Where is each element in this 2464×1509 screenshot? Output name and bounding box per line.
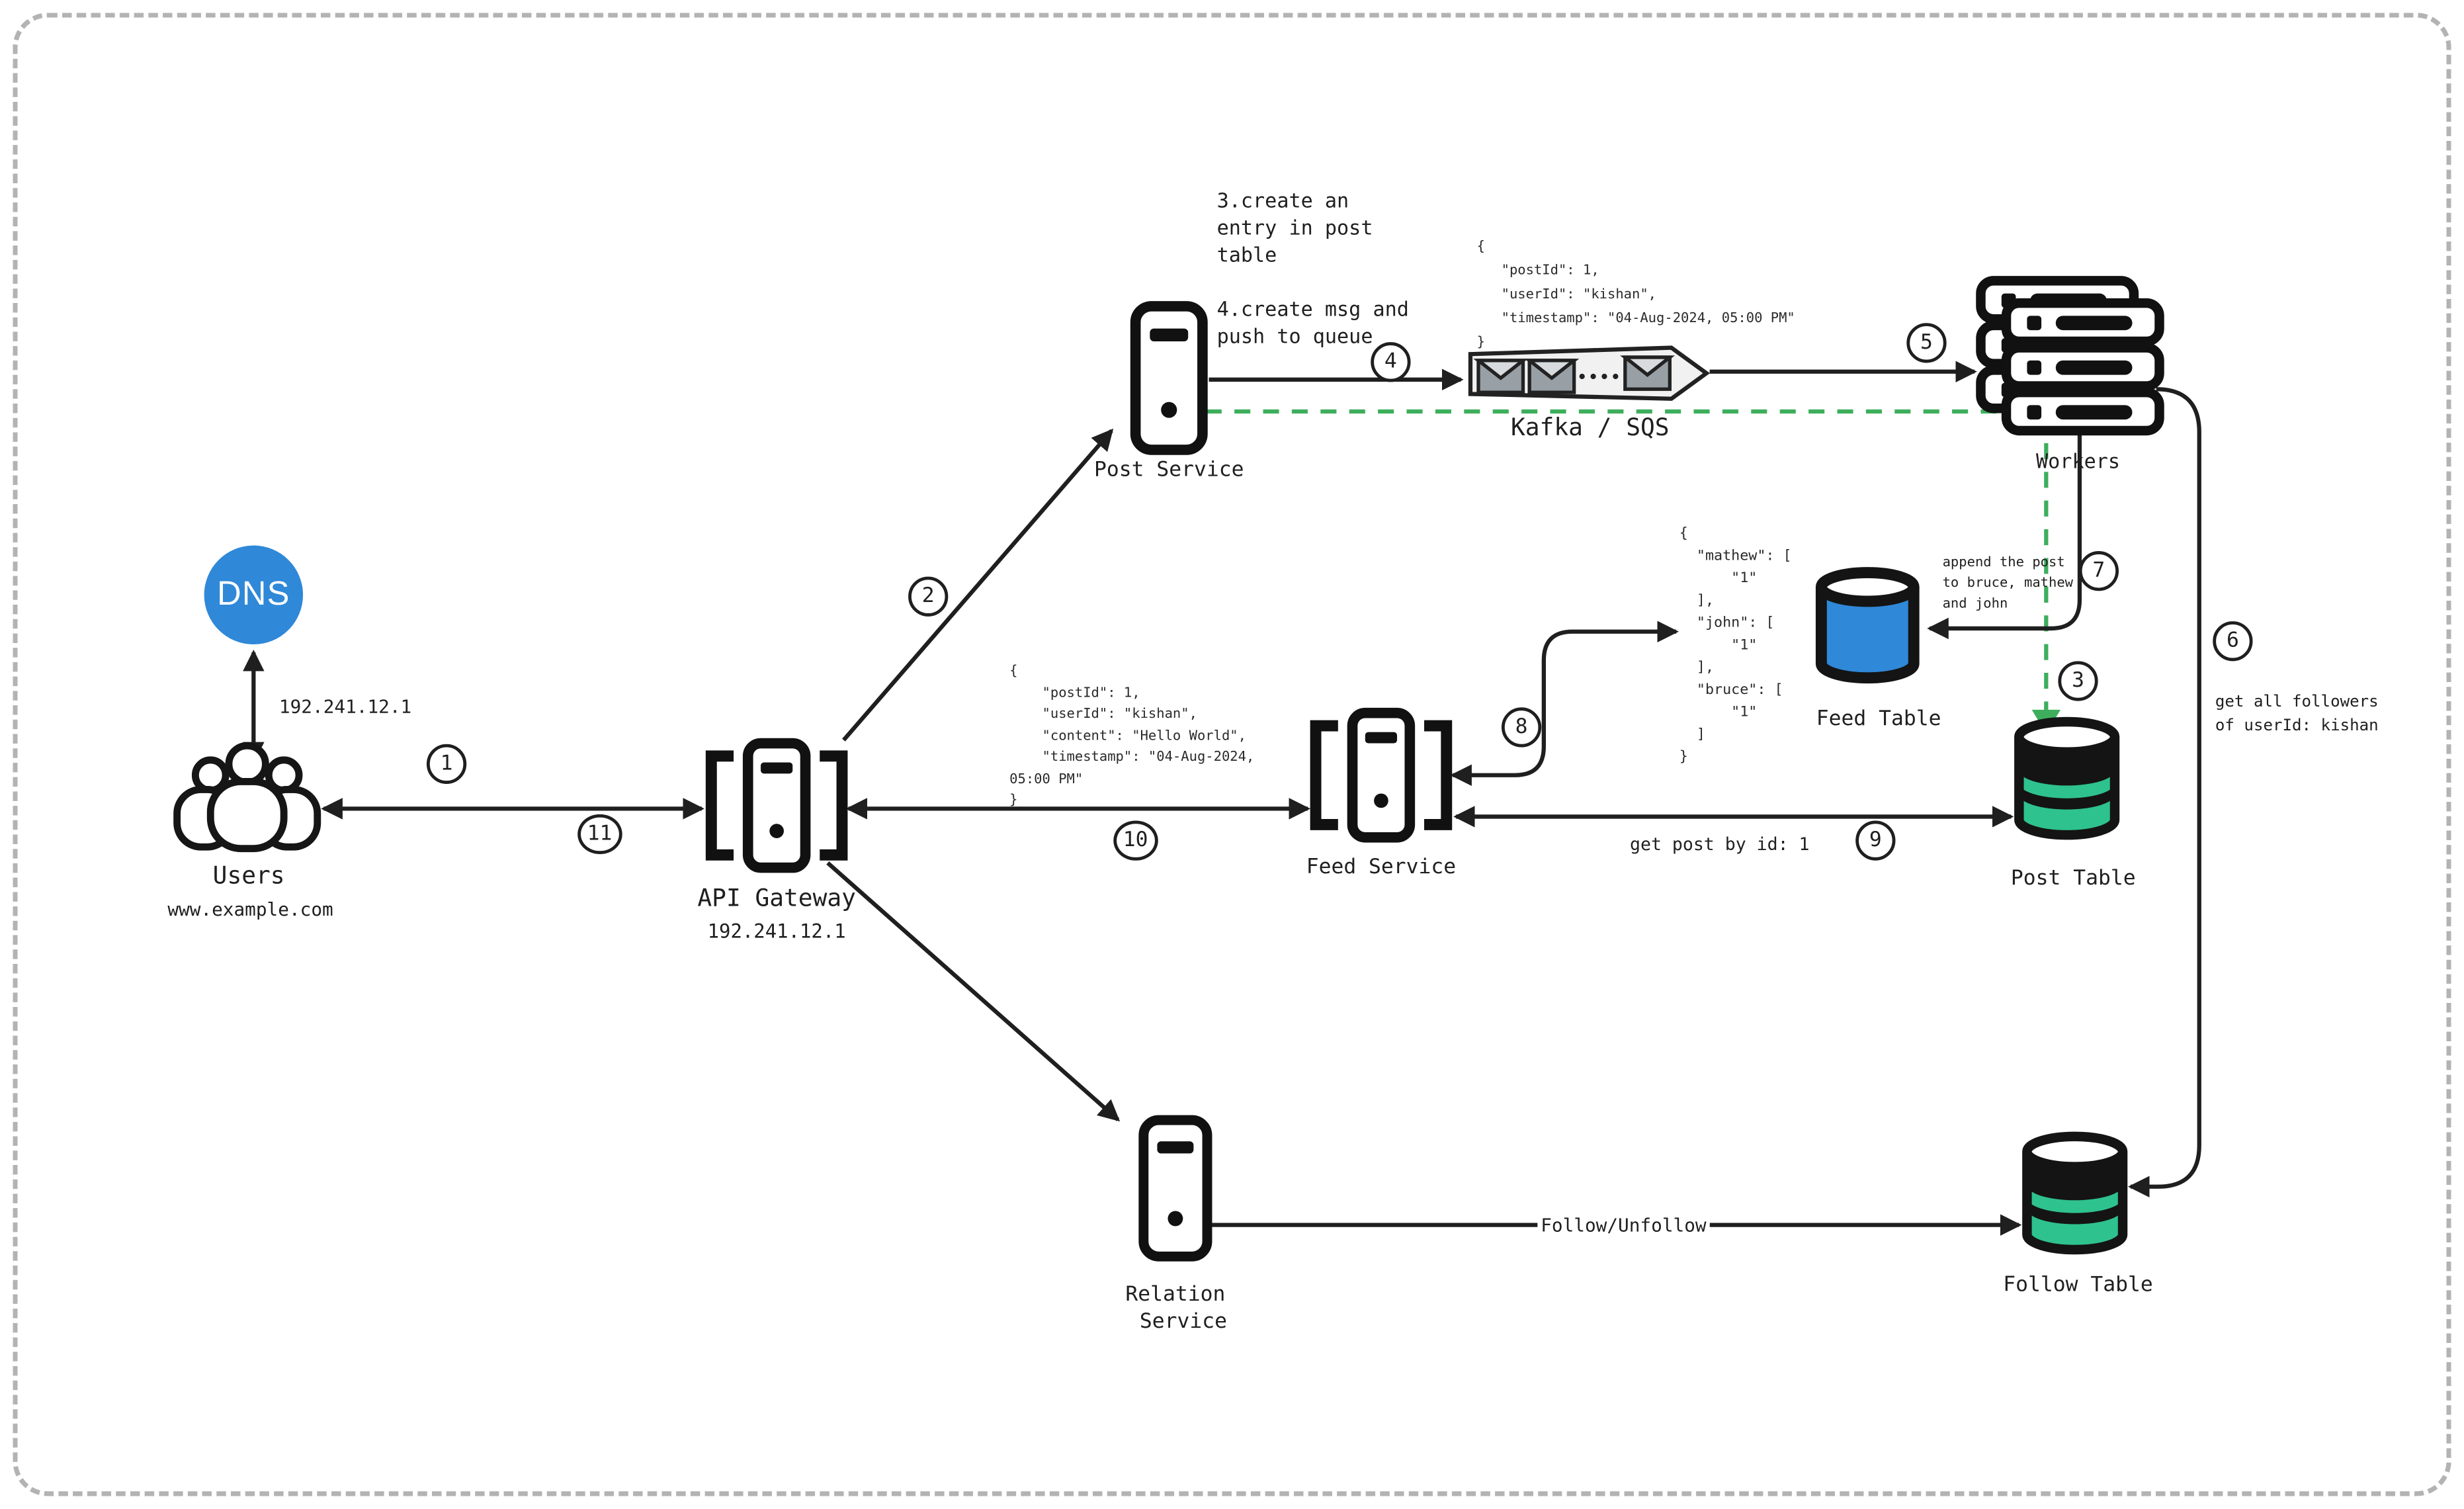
edge-gateway-post-service xyxy=(842,428,1114,742)
feed-service-icon xyxy=(1316,713,1447,838)
feed-request-json: { "postId": 1, "userId": "kishan", "cont… xyxy=(1009,663,1255,809)
step-badge-3: 3 xyxy=(2058,661,2098,701)
relation-service-icon xyxy=(1144,1120,1207,1256)
follow-table-label: Follow Table xyxy=(2003,1273,2153,1298)
api-gateway-icon xyxy=(711,744,842,868)
dns-icon xyxy=(204,545,304,645)
append-post-note: append the post to bruce, mathew and joh… xyxy=(1942,555,2074,613)
users-icon xyxy=(173,742,321,853)
note-create-entry: 3.create an entry in post table xyxy=(1216,188,1373,267)
workers-icon xyxy=(1980,280,2159,431)
post-service-icon xyxy=(1136,306,1203,450)
workers-label: Workers xyxy=(2036,449,2121,473)
post-table-icon xyxy=(2019,722,2115,835)
edge-workers-feed-table xyxy=(1927,433,2082,640)
message-envelope-icon xyxy=(1529,361,1574,392)
api-gateway-label: API Gateway xyxy=(697,883,856,913)
step-badge-10: 10 xyxy=(1113,820,1158,861)
step-badge-8: 8 xyxy=(1501,707,1542,748)
queue-message-json: { "postId": 1, "userId": "kishan", "time… xyxy=(1476,239,1795,351)
get-followers-note: get all followers of userId: kishan xyxy=(2215,693,2379,735)
post-table-label: Post Table xyxy=(2010,867,2136,891)
step-badge-11: 11 xyxy=(577,814,622,855)
queue-icon xyxy=(1468,345,1711,401)
dns-label: DNS xyxy=(217,576,290,613)
step-badge-1: 1 xyxy=(426,744,467,785)
edges xyxy=(243,361,2201,1236)
note-create-msg: 4.create msg and push to queue xyxy=(1216,296,1409,348)
queue-label: Kafka / SQS xyxy=(1511,413,1670,442)
message-envelope-icon xyxy=(1625,357,1670,389)
users-label: Users xyxy=(212,861,285,890)
dns-ip-label: 192.241.12.1 xyxy=(278,695,412,718)
feed-table-icon xyxy=(1821,573,1914,678)
feed-service-label: Feed Service xyxy=(1306,855,1457,880)
ellipsis-dots-icon xyxy=(1579,373,1619,380)
step-badge-9: 9 xyxy=(1855,820,1896,861)
step-badge-6: 6 xyxy=(2213,621,2253,662)
step-badge-2: 2 xyxy=(908,576,949,617)
feed-table-label: Feed Table xyxy=(1816,707,1941,732)
feed-table-json: { "mathew": [ "1" ], "john": [ "1" ], "b… xyxy=(1679,526,1792,766)
message-envelope-icon xyxy=(1478,361,1523,392)
users-url-label: www.example.com xyxy=(167,898,333,921)
edge-workers-follow-table xyxy=(2128,387,2201,1198)
edge-feed-service-feed-table xyxy=(1450,621,1679,787)
api-gateway-ip-label: 192.241.12.1 xyxy=(707,920,846,943)
step-badge-7: 7 xyxy=(2078,551,2119,591)
edge-post-service-post-table xyxy=(1205,409,2061,734)
follow-unfollow-label: Follow/Unfollow xyxy=(1537,1213,1710,1236)
step-badge-5: 5 xyxy=(1906,323,1947,363)
step-badge-4: 4 xyxy=(1371,342,1411,382)
edge-gateway-relation-service xyxy=(826,861,1121,1122)
follow-table-icon xyxy=(2027,1137,2123,1250)
get-post-label: get post by id: 1 xyxy=(1630,834,1810,855)
post-service-label: Post Service xyxy=(1094,458,1244,483)
relation-service-label-line1: Relation xyxy=(1125,1283,1226,1307)
page-border xyxy=(13,13,2451,1496)
relation-service-label-line2: Service xyxy=(1139,1310,1228,1334)
